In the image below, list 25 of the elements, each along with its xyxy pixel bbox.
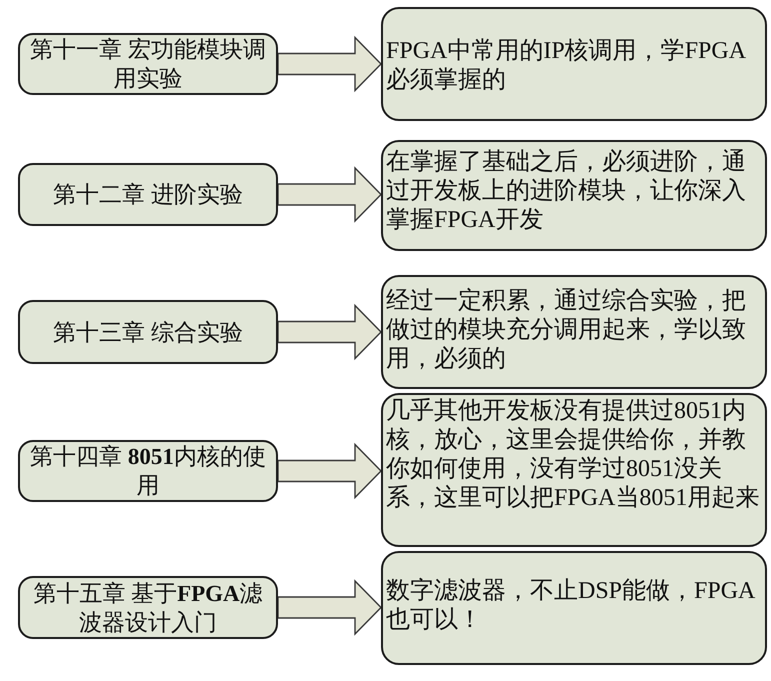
description-text: 经过一定积累，通过综合实验，把做过的模块充分调用起来，学以致用，必须的 bbox=[386, 287, 747, 374]
block-arrow bbox=[277, 304, 382, 360]
chapter-title: 第十三章 综合实验 bbox=[53, 318, 243, 346]
chapter-box bbox=[18, 300, 278, 364]
description-box bbox=[381, 393, 767, 547]
description-box bbox=[381, 551, 767, 665]
chapter-title: 第十四章 8051内核的使用 bbox=[29, 443, 267, 500]
description-text: 几乎其他开发板没有提供过8051内核，放心，这里会提供给你，并教你如何使用，没有学过8051没关系，这里可以把FPGA当8051用起来 bbox=[386, 397, 760, 513]
chapter-box bbox=[18, 33, 278, 95]
chapter-title: 第十二章 进阶实验 bbox=[53, 181, 243, 209]
block-arrow bbox=[277, 442, 382, 500]
block-arrow bbox=[277, 579, 382, 636]
description-box bbox=[381, 140, 767, 251]
description-box bbox=[381, 7, 767, 121]
block-arrow bbox=[277, 36, 382, 92]
description-text: FPGA中常用的IP核调用，学FPGA必须掌握的 bbox=[386, 37, 748, 95]
chapter-box bbox=[18, 576, 278, 639]
description-text: 数字滤波器，不止DSP能做，FPGA也可以！ bbox=[386, 577, 756, 635]
chapter-box bbox=[18, 440, 278, 502]
block-arrow bbox=[277, 166, 382, 223]
chapter-box bbox=[18, 163, 278, 226]
description-text: 在掌握了基础之后，必须进阶，通过开发板上的进阶模块，让你深入掌握FPGA开发 bbox=[386, 148, 747, 235]
chapter-title: 第十一章 宏功能模块调用实验 bbox=[29, 36, 267, 93]
description-box bbox=[381, 275, 767, 389]
chapter-title: 第十五章 基于FPGA滤波器设计入门 bbox=[32, 580, 264, 636]
